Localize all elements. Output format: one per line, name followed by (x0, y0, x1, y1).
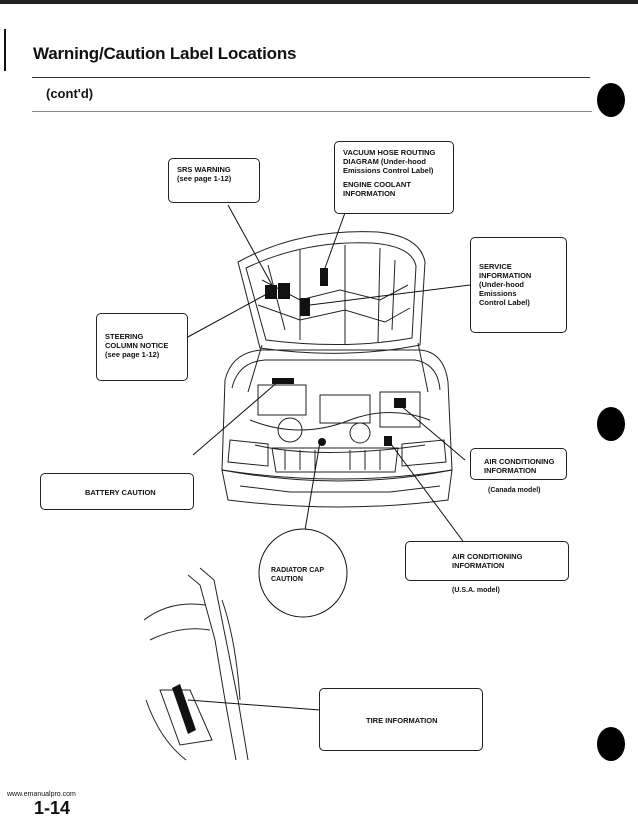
srs-label-mark (278, 283, 290, 299)
battery-caution-label: BATTERY CAUTION (40, 473, 194, 510)
hood-strut (247, 344, 263, 393)
fender-line (231, 359, 441, 391)
page-title: Warning/Caution Label Locations (33, 44, 297, 63)
door-edge (143, 603, 206, 621)
tire-information-label: TIRE INFORMATION (319, 688, 483, 751)
engine-part (257, 384, 307, 416)
hood-outline (237, 231, 426, 354)
ac-label-mark (394, 398, 406, 408)
ac-usa-caption: (U.S.A. model) (452, 587, 500, 594)
hood-strut (417, 342, 429, 393)
front-bumper (221, 469, 453, 508)
headlight (227, 439, 269, 467)
engine-hose (249, 412, 431, 431)
door-edge (221, 599, 241, 701)
srs-label-mark (265, 285, 277, 299)
vacuum-label-mark (320, 268, 328, 286)
engine-hose (254, 444, 426, 453)
door-edge (145, 699, 187, 761)
top-rule (0, 0, 638, 4)
service-label-mark (300, 298, 310, 316)
page-number: 1-14 (34, 798, 71, 818)
title-rule (32, 77, 590, 78)
binder-hole-mark (597, 83, 625, 117)
binder-hole-mark (597, 407, 625, 441)
bumper-line (239, 485, 441, 493)
hood-inner (245, 242, 417, 346)
grille (271, 447, 399, 473)
hood-rib (299, 245, 381, 345)
ac-label-mark (384, 436, 392, 446)
ac-canada-caption: (Canada model) (488, 487, 541, 494)
page-subtitle: (cont'd) (46, 86, 94, 101)
radiator-callout-circle (258, 528, 348, 618)
binder-hole-mark (597, 727, 625, 761)
door-pillar (199, 567, 249, 761)
engine-part (319, 394, 371, 424)
tire-label-mark (172, 684, 196, 734)
engine-part (349, 422, 371, 444)
margin-bar (4, 29, 6, 71)
footer-url: www.emanualpro.com (7, 791, 76, 798)
srs-warning-label: SRS WARNING(see page 1-12) (168, 158, 260, 203)
subtitle-rule (32, 111, 592, 112)
engine-part (379, 391, 421, 428)
battery-label-mark (272, 378, 294, 384)
door-pillar (187, 574, 237, 761)
door-edge (149, 628, 211, 641)
vehicle-body (221, 349, 453, 480)
headlight (401, 439, 447, 467)
